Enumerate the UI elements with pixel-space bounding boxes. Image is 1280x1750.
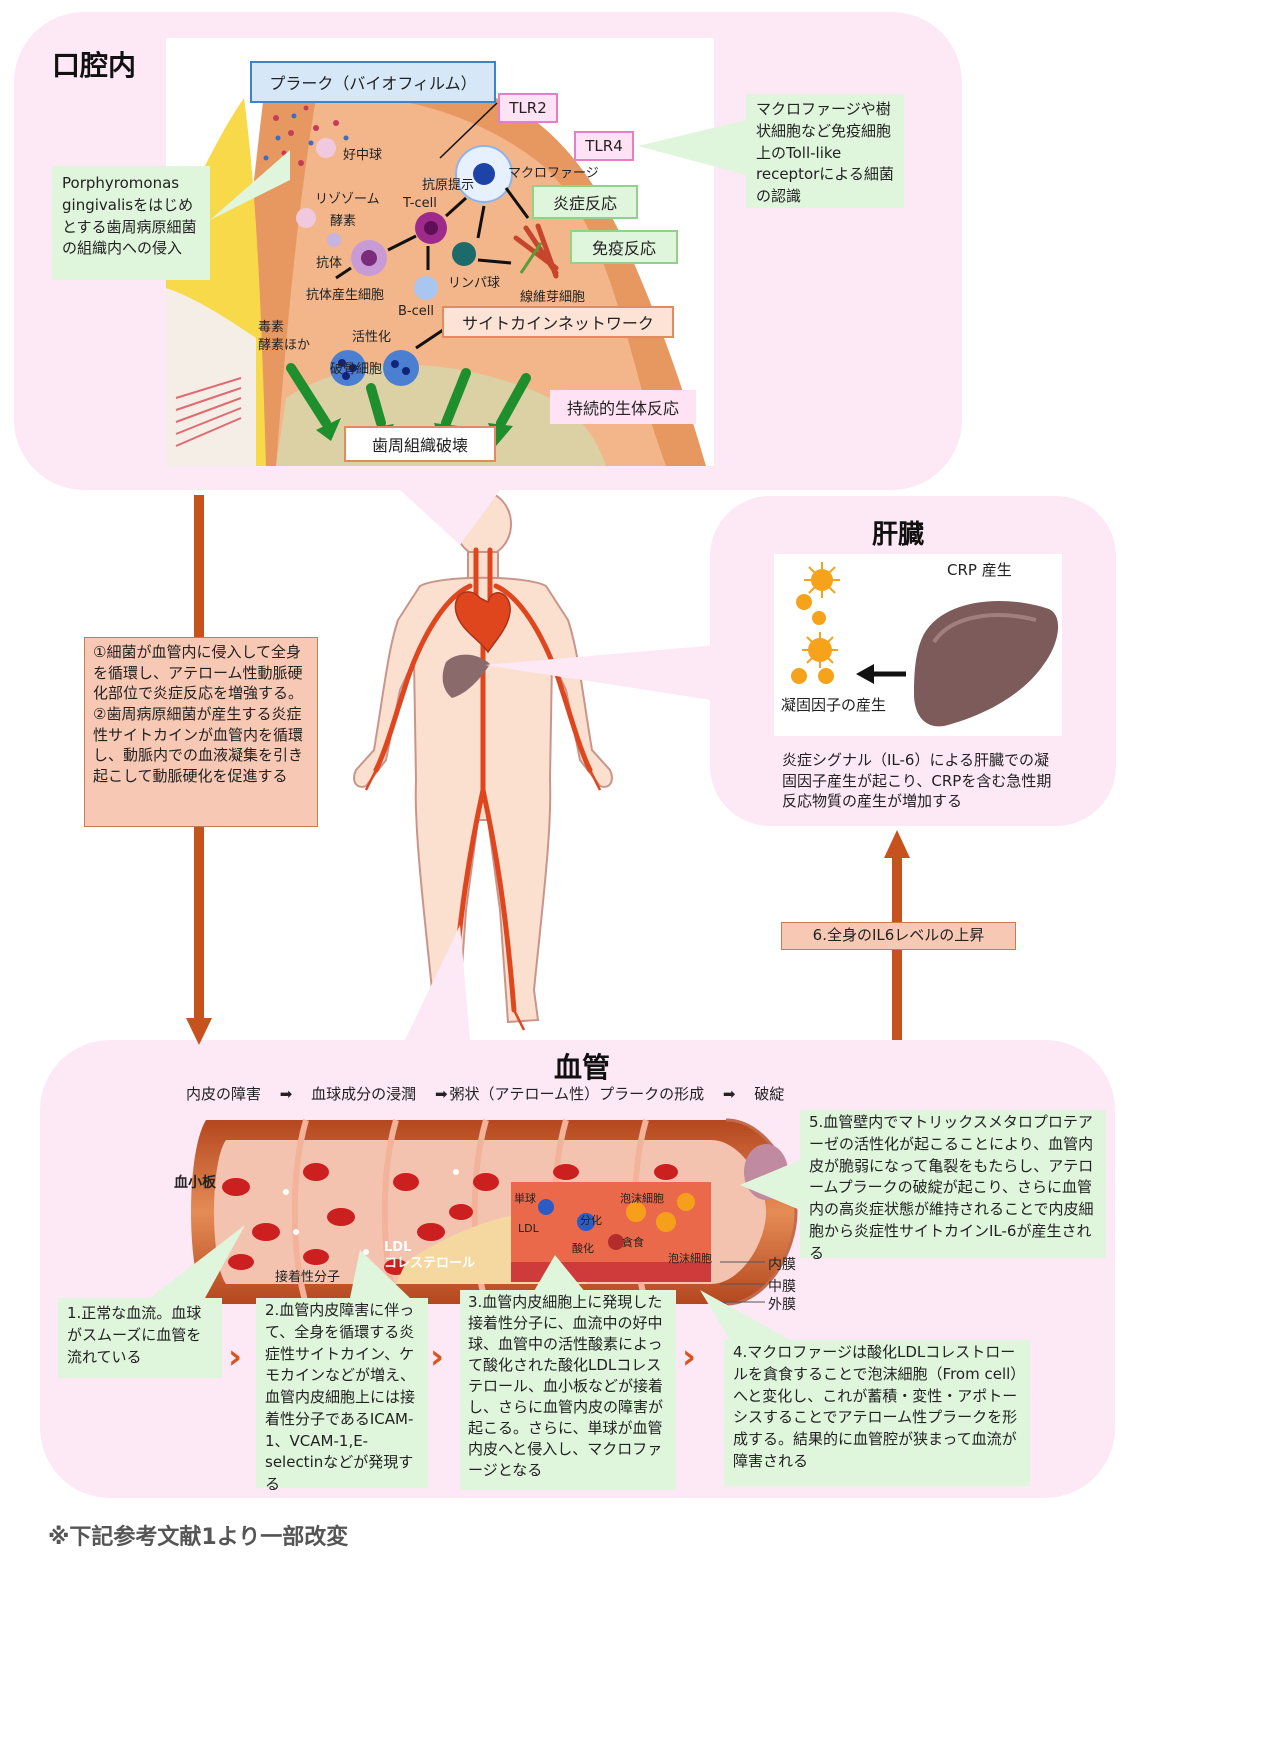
oral-title: 口腔内 bbox=[52, 49, 137, 82]
label-lymphocyte: リンパ球 bbox=[448, 276, 501, 291]
inset-ox: 酸化 bbox=[572, 1242, 594, 1255]
flow-step-1: 内皮の障害 bbox=[186, 1085, 262, 1103]
label-macrophage: マクロファージ bbox=[508, 166, 599, 181]
chevron-icon: › bbox=[228, 1337, 243, 1377]
flow-steps: 内皮の障害 ➡ 血球成分の浸潤 ➡粥状（アテローム性）プラークの形成 ➡ 破綻 bbox=[186, 1083, 784, 1104]
step-4-box: 4.マクロファージは酸化LDLコレストロールを貪食することで泡沫細胞（From … bbox=[724, 1340, 1030, 1486]
label-antigen: 抗原提示 bbox=[422, 178, 475, 193]
flow-arrow-1: ➡ bbox=[279, 1085, 293, 1103]
flow-step-4: 破綻 bbox=[754, 1085, 785, 1103]
label-antibody: 抗体 bbox=[316, 256, 343, 271]
liver-illustration bbox=[774, 554, 1062, 736]
inset-ldl: LDL bbox=[518, 1222, 539, 1235]
tlr2-box: TLR2 bbox=[498, 93, 558, 123]
inset-phago: 貪食 bbox=[622, 1236, 644, 1249]
label-enzymes-etc: 酵素ほか bbox=[258, 338, 311, 353]
crp-label: CRP 産生 bbox=[947, 561, 1012, 579]
flow-arrow-3: ➡ bbox=[722, 1085, 736, 1103]
ldl-label: LDL コレステロール bbox=[384, 1240, 476, 1271]
immune-box: 免疫反応 bbox=[570, 230, 678, 264]
adventitia-label: 外膜 bbox=[768, 1297, 796, 1313]
flow-arrow-2: ➡ bbox=[434, 1085, 448, 1103]
clotting-label: 凝固因子の産生 bbox=[781, 696, 887, 714]
oral-illustration bbox=[166, 38, 714, 466]
step-3-box: 3.血管内皮細胞上に発現した接着性分子に、血流中の好中球、血管中の活性酸素によっ… bbox=[460, 1290, 676, 1490]
liver-title: 肝臓 bbox=[872, 520, 925, 550]
label-neutrophil: 好中球 bbox=[343, 148, 383, 163]
cytokine-box: サイトカインネットワーク bbox=[442, 306, 674, 338]
intima-label: 内膜 bbox=[768, 1257, 796, 1273]
inflammation-box: 炎症反応 bbox=[532, 185, 638, 219]
flow-step-3: 粥状（アテローム性）プラークの形成 bbox=[449, 1085, 705, 1103]
step-1-box: 1.正常な血流。血球がスムーズに血管を流れている bbox=[58, 1298, 222, 1378]
inset-foam2: 泡沫細胞 bbox=[668, 1252, 712, 1265]
tlr4-box: TLR4 bbox=[574, 131, 634, 161]
persistent-box: 持続的生体反応 bbox=[550, 390, 696, 424]
step-5-box: 5.血管壁内でマトリックスメタロプロテアーゼの活性化が起こることにより、血管内皮… bbox=[800, 1110, 1106, 1262]
step-2-box: 2.血管内皮障害に伴って、全身を循環する炎症性サイトカイン、ケモカインなどが増え… bbox=[256, 1298, 428, 1493]
label-osteoclast: 破骨細胞 bbox=[330, 362, 383, 377]
destruction-box: 歯周組織破壊 bbox=[344, 426, 496, 462]
inset-foam: 泡沫細胞 bbox=[620, 1192, 664, 1205]
vessel-title: 血管 bbox=[554, 1051, 611, 1084]
bacteria-path-note: ①細菌が血管内に侵入して全身を循環し、アテローム性動脈硬化部位で炎症反応を増強す… bbox=[84, 637, 318, 827]
il6-label: 6.全身のIL6レベルの上昇 bbox=[781, 922, 1016, 950]
label-fibroblast: 線維芽細胞 bbox=[520, 290, 586, 305]
plaque-box: プラーク（バイオフィルム） bbox=[250, 61, 496, 103]
footnote: ※下記参考文献1より一部改変 bbox=[48, 1525, 349, 1550]
flow-step-2: 血球成分の浸潤 bbox=[311, 1085, 417, 1103]
platelet-label: 血小板 bbox=[174, 1175, 216, 1191]
chevron-icon: › bbox=[430, 1337, 445, 1377]
macrophage-note: マクロファージや樹状細胞など免疫細胞上のToll-like receptorによ… bbox=[746, 94, 904, 208]
inset-diff: 分化 bbox=[580, 1214, 602, 1227]
chevron-icon: › bbox=[682, 1337, 697, 1377]
media-label: 中膜 bbox=[768, 1279, 796, 1295]
label-activation: 活性化 bbox=[352, 330, 392, 345]
label-bcell: B-cell bbox=[398, 304, 434, 319]
label-plasma: 抗体産生細胞 bbox=[306, 288, 385, 303]
label-enzyme: 酵素 bbox=[330, 214, 357, 229]
label-tcell: T-cell bbox=[403, 196, 437, 211]
inset-monocyte: 単球 bbox=[514, 1192, 536, 1205]
label-toxin: 毒素 bbox=[258, 320, 285, 335]
adhesion-label: 接着性分子 bbox=[275, 1270, 341, 1285]
liver-note: 炎症シグナル（IL-6）による肝臓での凝固因子産生が起こり、CRPを含む急性期反… bbox=[782, 751, 1052, 811]
label-lysozyme: リゾゾーム bbox=[315, 192, 380, 207]
pg-note: Porphyromonas gingivalisをはじめとする歯周病原細菌の組織… bbox=[52, 166, 210, 280]
vessel-illustration bbox=[191, 1118, 798, 1306]
